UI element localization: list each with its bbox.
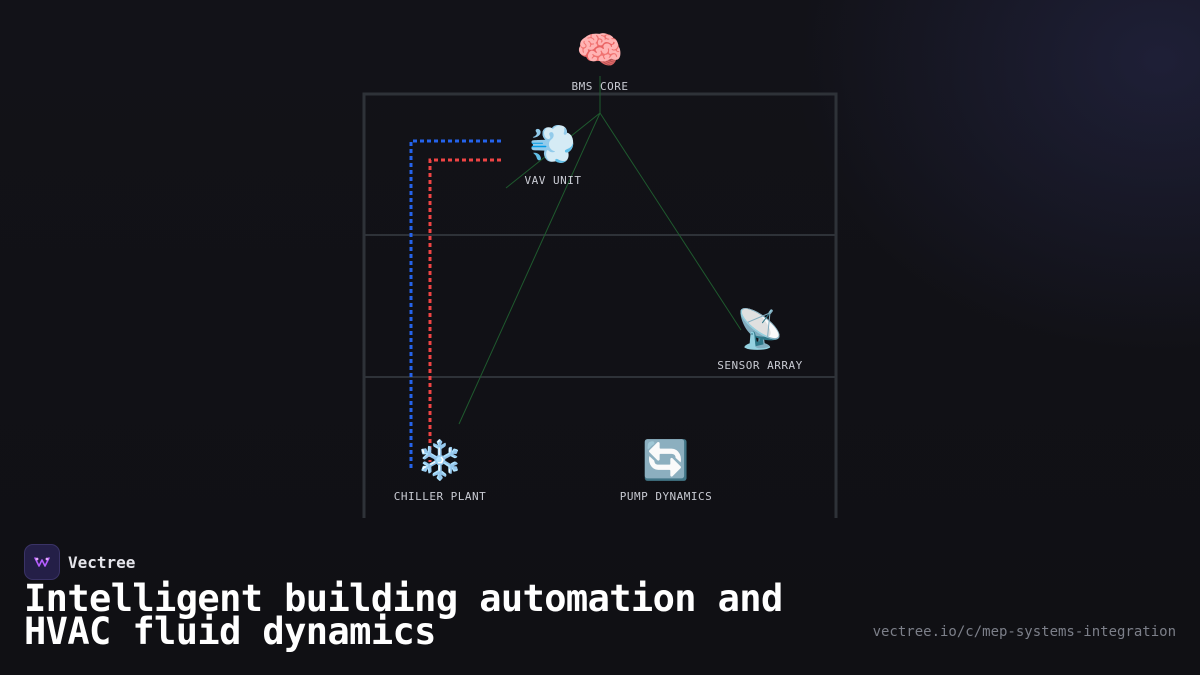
return-pipe <box>428 158 501 462</box>
node-chiller-plant: ❄️ CHILLER PLANT <box>360 438 520 503</box>
title-line-2: HVAC fluid dynamics <box>24 610 436 653</box>
node-pump-dynamics: 🔄 PUMP DYNAMICS <box>586 438 746 503</box>
wind-icon: 💨 <box>529 122 577 166</box>
node-label: SENSOR ARRAY <box>717 359 803 372</box>
node-sensor-array: 📡 SENSOR ARRAY <box>680 307 840 372</box>
source-url[interactable]: vectree.io/c/mep-systems-integration <box>872 624 1176 640</box>
title-line-1: Intelligent building automation and <box>24 577 783 620</box>
link-bms-sensor <box>599 112 742 331</box>
brain-icon: 🧠 <box>576 28 624 72</box>
brand-name: Vectree <box>68 552 136 572</box>
node-label: VAV UNIT <box>524 174 582 187</box>
node-label: BMS CORE <box>571 80 629 93</box>
node-label: CHILLER PLANT <box>393 490 487 503</box>
brand[interactable]: Vectree <box>24 544 135 580</box>
node-label: PUMP DYNAMICS <box>619 490 713 503</box>
page-title: Intelligent building automation and HVAC… <box>24 577 844 653</box>
snowflake-icon: ❄️ <box>416 438 464 482</box>
node-vav-unit: 💨 VAV UNIT <box>473 122 633 187</box>
link-bms-chiller <box>458 112 601 425</box>
logo-mark <box>34 557 50 567</box>
satellite-dish-icon: 📡 <box>736 307 784 351</box>
link-bms-vav <box>505 112 601 189</box>
supply-pipe <box>409 139 501 470</box>
vectree-logo-icon <box>24 544 60 580</box>
node-bms-core: 🧠 BMS CORE <box>520 28 680 93</box>
cycle-arrows-icon: 🔄 <box>642 438 690 482</box>
